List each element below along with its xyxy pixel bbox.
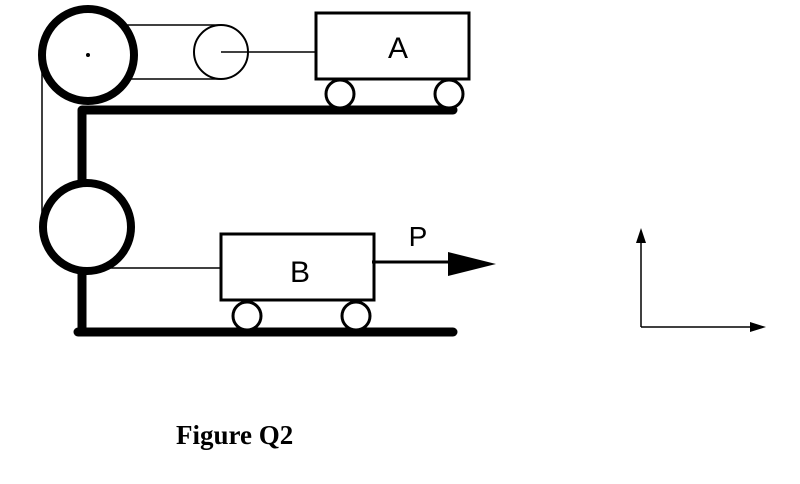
- cart-a-label: A: [388, 32, 408, 65]
- force-p-arrow: P: [372, 221, 496, 276]
- upper-pulley-axle: [86, 53, 90, 57]
- figure-caption: Figure Q2: [176, 420, 294, 450]
- cart-b: B: [219, 232, 376, 332]
- lower-pulley: [39, 179, 135, 275]
- force-p-arrowhead: [448, 252, 496, 276]
- cart-a: A: [314, 11, 471, 110]
- cart-a-wheel-left: [324, 78, 356, 110]
- upper-pulley: [38, 5, 138, 105]
- cart-b-body: [219, 232, 376, 302]
- small-pulley: [193, 24, 249, 80]
- cart-b-label: B: [290, 256, 310, 289]
- cart-a-body: [314, 11, 471, 81]
- cart-a-wheel-right: [433, 78, 465, 110]
- coordinate-axes: [636, 228, 766, 332]
- cart-b-wheel-right: [340, 300, 372, 332]
- force-p-label: P: [409, 221, 428, 252]
- horizontal-axis-arrowhead: [750, 322, 766, 332]
- cart-b-wheel-left: [231, 300, 263, 332]
- vertical-axis-arrowhead: [636, 228, 646, 243]
